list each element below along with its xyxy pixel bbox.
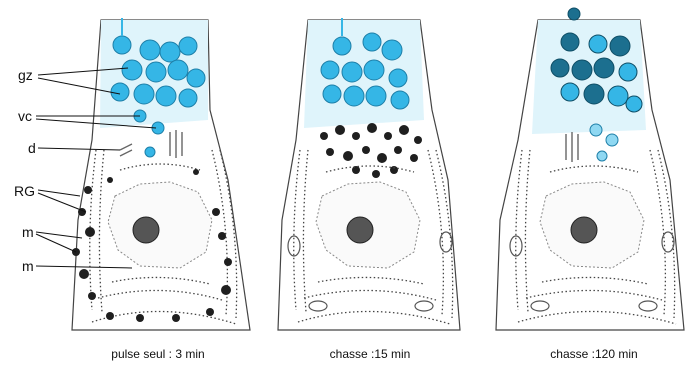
label-m-2: m	[22, 258, 34, 274]
cell-panel-pulse-3min	[72, 18, 250, 330]
label-d: d	[28, 140, 36, 156]
nucleolus	[347, 217, 373, 243]
label-rg: RG	[14, 183, 35, 199]
nucleolus	[571, 217, 597, 243]
cell-panel-chase-15min	[278, 18, 460, 330]
caption-panel-3: chasse :120 min	[550, 347, 637, 361]
caption-panel-2: chasse :15 min	[330, 347, 411, 361]
label-gz: gz	[18, 67, 33, 83]
label-m-1: m	[22, 224, 34, 240]
cell-panel-chase-120min	[496, 8, 684, 330]
label-vc: vc	[18, 108, 32, 124]
nucleolus	[133, 217, 159, 243]
caption-panel-1: pulse seul : 3 min	[111, 347, 204, 361]
